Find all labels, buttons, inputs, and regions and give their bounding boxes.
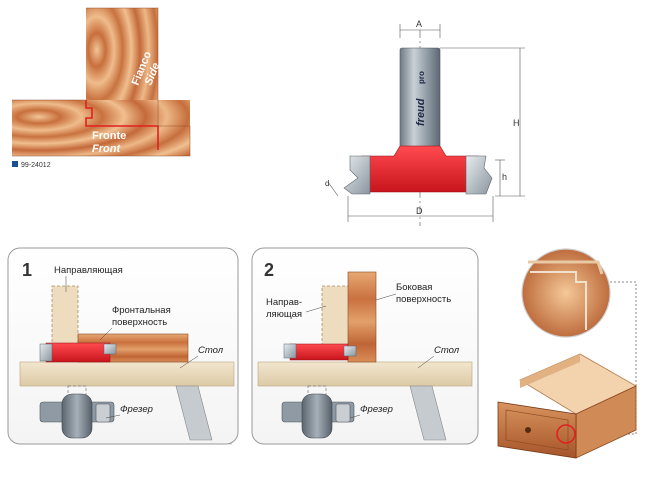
guide-fence-1 (51, 285, 79, 349)
joint-highlight-circle (556, 424, 576, 444)
zoom-board-top (528, 260, 604, 275)
side-surface-label-2: Боковая (396, 282, 432, 293)
carbide-knife-left (343, 155, 371, 195)
guide-label-2: Направ- (266, 297, 302, 308)
bit-knife-1a (39, 343, 53, 362)
side-surface-label-2b: поверхность (396, 294, 451, 305)
bit-body (361, 145, 479, 193)
panel-2: 2 Направ- ляющая Боковая поверхность Сто… (251, 247, 479, 445)
router-label-2: Фрезер (360, 404, 393, 415)
bit-knife-2a (283, 343, 297, 359)
carbide-knife-right (465, 155, 493, 195)
router-motor-1 (39, 393, 232, 445)
bit-shank (399, 47, 441, 149)
dim-D-label: D (416, 206, 423, 216)
guide-label-1: Направляющая (54, 265, 123, 276)
dim-H-label: H (513, 118, 520, 128)
router-table-1 (19, 361, 235, 387)
panel-1-number: 1 (22, 260, 32, 280)
catalog-marker-icon (12, 161, 18, 167)
drawer-front-panel (505, 409, 569, 451)
router-motor-2 (262, 393, 470, 445)
dim-d-label: d (325, 179, 329, 188)
dim-h-label: h (502, 172, 507, 182)
brand-suffix: pro (417, 71, 426, 84)
bit-knife-1b (103, 343, 117, 355)
table-label-2: Стол (434, 345, 460, 356)
catalog-code: 99-24012 (21, 162, 51, 169)
drawer-back (520, 354, 580, 388)
bit-cutter-2 (289, 343, 349, 361)
drawer-front (497, 401, 577, 459)
panel-2-number: 2 (264, 260, 274, 280)
board-outline (12, 7, 191, 157)
router-label-1: Фрезер (120, 404, 153, 415)
bit-knife-2b (343, 345, 357, 357)
guide-label-2b: ляющая (266, 309, 302, 320)
front-board (12, 100, 190, 156)
zoom-joint-detail (530, 271, 587, 330)
joint-diagram: Fianco Side Fronte Front 99-24012 (12, 7, 191, 169)
bit-drawing: A H h D d freud pro (325, 19, 525, 226)
table-label-1: Стол (198, 345, 224, 356)
dim-A-label: A (416, 19, 422, 29)
table-leg-2 (409, 385, 447, 441)
guide-fence-2 (321, 285, 351, 349)
brand-logo: freud (415, 98, 427, 126)
front-label-it: Fronte (92, 130, 126, 142)
router-table-2 (257, 361, 473, 387)
drawer-illustration (497, 248, 637, 459)
panel-1: 1 Направляющая Фронтальная поверхность С… (7, 247, 239, 445)
front-surface-label-1b: поверхность (112, 317, 167, 328)
bit-cutter-1 (45, 342, 111, 363)
front-surface-label-1: Фронтальная (112, 305, 171, 316)
table-leg-1 (175, 385, 213, 441)
joint-cut (85, 100, 159, 150)
drawer-knob (525, 427, 531, 433)
front-label-en: Front (92, 143, 121, 155)
